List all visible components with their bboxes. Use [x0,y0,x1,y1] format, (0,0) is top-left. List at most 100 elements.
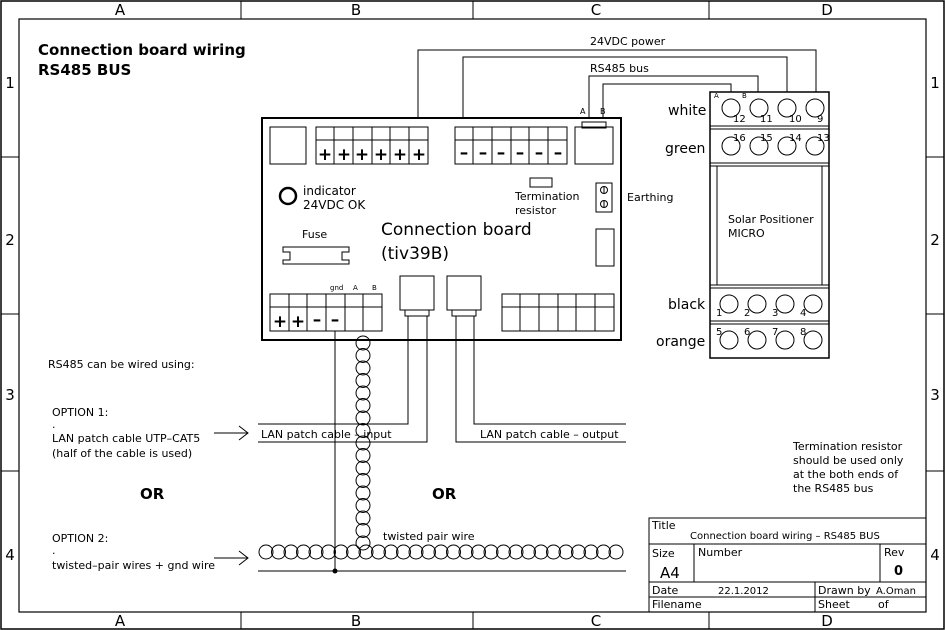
twisted-pair-loop [471,544,486,560]
row-label-4-right: 4 [930,546,940,564]
twisted-pair-loop [355,510,371,526]
board-model: (tiv39B) [381,244,449,264]
bus-label: RS485 bus [590,62,649,75]
twisted-pair-loop [355,460,371,476]
row-label-1: 1 [5,74,15,92]
orange-row-label: orange [656,334,705,350]
termination-note-line1: Termination resistor [792,440,903,453]
option2-label: OPTION 2: [52,532,108,545]
twisted-pair-loop [321,544,336,560]
minus-sign: – [516,143,525,163]
title-block-title-value: Connection board wiring – RS485 BUS [690,531,880,542]
twisted-pair-loop [483,544,499,560]
positioner-terminal [805,98,825,118]
title-block-size-label: Size [652,547,675,560]
positioner-terminal [775,294,795,314]
board-name: Connection board [381,220,532,240]
positioner-terminal [719,330,739,350]
col-label-b-bottom: B [351,612,361,630]
twisted-pair-loop [355,410,371,426]
twisted-pair-loop [383,544,399,560]
row-label-2-right: 2 [930,231,940,249]
twisted-pair-loop [355,398,371,413]
bus-b-label: B [600,107,606,116]
twisted-pair-loop [533,544,549,560]
terminal-number: 4 [800,308,806,319]
twisted-pair-loop [346,544,361,560]
connection-board [261,117,622,341]
twisted-pair-loop [355,385,371,401]
twisted-pair-loop [608,544,624,560]
twisted-pair-loop [396,544,411,560]
title-block-rev-label: Rev [884,546,905,559]
indicator-led-icon [278,186,298,206]
earthing-label: Earthing [627,191,674,204]
title-block-title-label: Title [651,519,676,532]
twisted-pair-loop [583,544,599,560]
diagram-title: Connection board wiring [38,41,246,59]
twisted-pair-loop [355,348,371,363]
lan-input-label: LAN patch cable – input [261,428,392,441]
twisted-pair-loop [355,535,371,551]
minus-sign: – [460,143,469,163]
twisted-pair-loop [355,523,371,538]
termination-label: Termination [514,190,580,203]
positioner-name: Solar Positioner [728,213,814,226]
twisted-pair-loop [271,544,286,560]
minus-sign: – [313,310,322,330]
minus-sign: – [497,143,506,163]
twisted-pair-loop [355,485,371,501]
twisted-pair-label: twisted pair wire [383,530,475,543]
twisted-pair-loop [508,544,524,560]
twisted-pair-loop [371,544,386,560]
positioner-terminal [721,98,741,118]
row-label-3-right: 3 [930,386,940,404]
twisted-pair-loop [283,544,299,560]
twisted-pair-loop [571,544,586,560]
twisted-pair-loop [333,544,349,560]
indicator-label-2: 24VDC OK [303,198,366,212]
terminal-number: 2 [744,308,750,319]
twisted-pair-horizontal [258,544,624,560]
twisted-pair-loop [558,544,574,560]
lan-output-label: LAN patch cable – output [480,428,619,441]
terminal-number: 7 [772,327,778,338]
plus-sign: + [393,145,407,165]
positioner-terminal [775,330,795,350]
solar-positioner: Solar Positioner MICRO A B 12 11 10 9 16… [709,91,830,359]
twisted-pair-loop [433,544,449,560]
termination-note-line4: the RS485 bus [793,482,874,495]
terminal-number: 12 [733,114,746,125]
title-block-rev-value: 0 [894,564,903,579]
board-component-rect [595,228,615,267]
twisted-pair-loop [355,335,371,351]
twisted-pair-loop [355,435,371,451]
termination-note-line3: at the both ends of [793,468,899,481]
col-label-d-bottom: D [821,612,833,630]
option1-note: (half of the cable is used) [52,447,192,460]
twisted-pair-vertical [355,335,371,551]
positioner-terminal [719,294,739,314]
twisted-pair-loop [458,544,474,560]
title-block-of-label: of [878,598,890,611]
title-block-date-label: Date [652,584,679,597]
title-block-date-value: 22.1.2012 [718,586,769,597]
white-row-label: white [668,103,706,119]
terminal-number: 16 [733,133,746,144]
power-label: 24VDC power [590,35,666,48]
title-block-size-value: A4 [660,564,680,582]
title-block-filename-label: Filename [652,598,702,611]
grid-labels: A B C D A B C D 1 2 3 4 1 2 3 4 [5,1,940,630]
positioner-b-label: B [742,92,747,100]
option1-desc: LAN patch cable UTP–CAT5 [52,432,200,445]
minus-sign: – [535,143,544,163]
b-label: B [372,284,377,292]
col-label-c: C [591,1,601,19]
plus-sign: + [337,145,351,165]
title-block-sheet-label: Sheet [818,598,850,611]
earthing-terminal [595,182,613,213]
plus-sign: + [374,145,388,165]
col-label-d: D [821,1,833,19]
terminal-number: 14 [789,133,802,144]
